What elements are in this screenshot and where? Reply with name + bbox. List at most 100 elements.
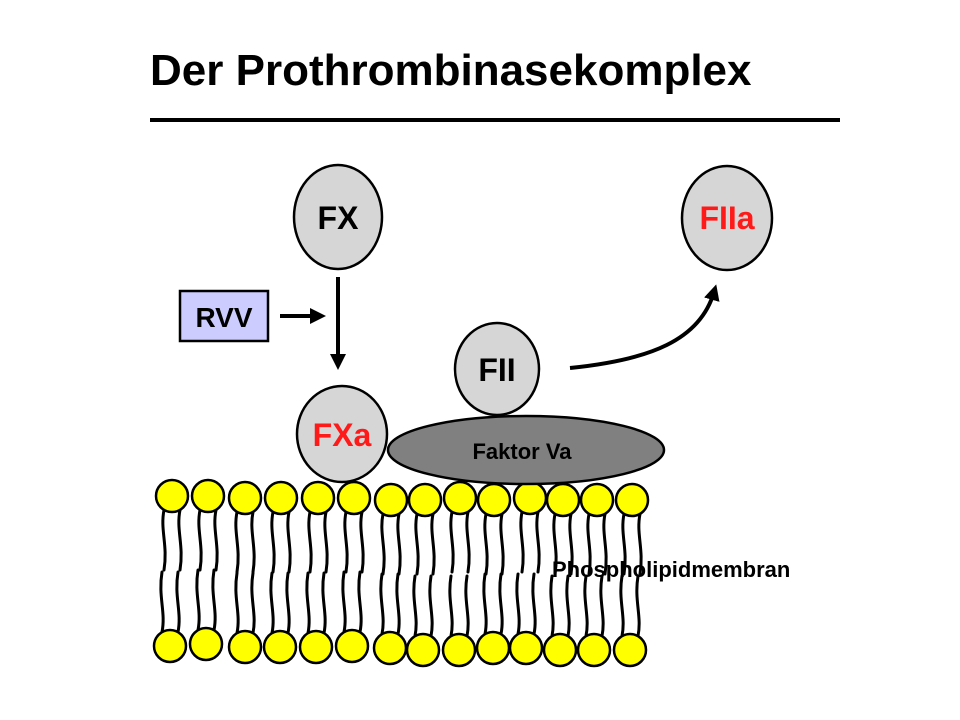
lipid-head xyxy=(576,632,612,668)
lipid-tail xyxy=(568,512,574,576)
fii-node xyxy=(453,321,541,417)
membrane-label: Phospholipidmembran xyxy=(552,557,790,582)
fx-node xyxy=(292,163,384,271)
lipid-tail xyxy=(213,508,219,572)
fii-label: FII xyxy=(478,352,515,388)
lipid-tail xyxy=(250,571,256,635)
lipid-head xyxy=(545,482,581,518)
lipid-head xyxy=(152,628,188,664)
lipid-head xyxy=(372,630,408,666)
lipid-tail xyxy=(285,571,291,635)
lipid-tail xyxy=(498,572,504,636)
fxa-label: FXa xyxy=(313,417,372,453)
lipid-head xyxy=(475,630,511,666)
lipid-head xyxy=(542,632,578,668)
lipid-head xyxy=(336,480,372,516)
fxa-node xyxy=(295,384,389,484)
lipid-tail xyxy=(250,510,256,574)
lipid-tail xyxy=(305,571,311,635)
lipid-tail xyxy=(177,508,183,572)
lipid-head xyxy=(407,482,443,518)
lipid-tail xyxy=(414,512,420,576)
lipid-head xyxy=(476,482,512,518)
lipid-tail xyxy=(635,574,641,638)
lipid-head xyxy=(188,626,224,662)
lipid-tail xyxy=(286,510,292,574)
lipid-tail xyxy=(321,571,327,635)
lipid-tail xyxy=(535,510,541,574)
lipid-tail xyxy=(396,512,402,576)
lipid-head xyxy=(334,628,370,664)
lipid-head xyxy=(614,482,650,518)
lipid-tail xyxy=(465,510,471,574)
lipid-tail xyxy=(195,568,201,632)
lipid-head xyxy=(508,630,544,666)
phospholipid-membrane xyxy=(152,478,650,668)
lipid-head xyxy=(154,478,190,514)
faktor-va-node xyxy=(386,414,666,486)
lipid-tail xyxy=(602,512,608,576)
lipid-head xyxy=(373,482,409,518)
lipid-tail xyxy=(619,574,625,638)
lipid-tail xyxy=(430,512,436,576)
lipid-tail xyxy=(483,512,489,576)
lipid-tail xyxy=(637,512,643,576)
lipid-tail xyxy=(448,574,454,638)
fiia-node xyxy=(680,164,774,272)
lipid-tail xyxy=(499,512,505,576)
lipid-tail xyxy=(234,571,240,635)
lipid-head xyxy=(227,629,263,665)
lipid-tail xyxy=(197,508,203,572)
page-title: Der Prothrombinasekomplex xyxy=(150,46,752,95)
lipid-tail xyxy=(357,570,363,634)
lipid-tail xyxy=(380,512,386,576)
title-underline xyxy=(150,118,840,122)
fiia-label: FIIa xyxy=(699,200,754,236)
lipid-head xyxy=(300,480,336,516)
lipid-tail xyxy=(565,574,571,638)
lipid-tail xyxy=(307,510,313,574)
lipid-head xyxy=(612,632,648,668)
lipid-tail xyxy=(341,570,347,634)
conversion-arrow xyxy=(569,284,720,370)
lipid-tail xyxy=(343,510,349,574)
lipid-tail xyxy=(549,574,555,638)
lipid-tail xyxy=(515,572,521,636)
lipid-head xyxy=(441,632,477,668)
lipid-tail xyxy=(270,510,276,574)
lipid-tail xyxy=(379,572,385,636)
fx-label: FX xyxy=(318,200,360,236)
lipid-tail xyxy=(482,572,488,636)
lipid-tail xyxy=(161,508,167,572)
lipid-head xyxy=(512,480,548,516)
lipid-tail xyxy=(583,574,589,638)
lipid-head xyxy=(405,632,441,668)
lipid-tail xyxy=(552,512,558,576)
lipid-head xyxy=(579,482,615,518)
lipid-tail xyxy=(211,568,217,632)
lipid-tail xyxy=(428,574,434,638)
lipid-tail xyxy=(175,570,181,634)
lipid-tail xyxy=(464,574,470,638)
rvv-box xyxy=(178,289,270,343)
lipid-head xyxy=(298,629,334,665)
lipid-tail xyxy=(412,574,418,638)
lipid-tail xyxy=(269,571,275,635)
lipid-head xyxy=(190,478,226,514)
lipid-tail xyxy=(234,510,240,574)
lipid-tail xyxy=(599,574,605,638)
rvv-label: RVV xyxy=(195,302,252,333)
lipid-head xyxy=(442,480,478,516)
lipid-head xyxy=(263,480,299,516)
faktor-va-label: Faktor Va xyxy=(472,439,572,464)
lipid-tail xyxy=(519,510,525,574)
lipid-head xyxy=(262,629,298,665)
lipid-tail xyxy=(586,512,592,576)
lipid-tail xyxy=(449,510,455,574)
lipid-head xyxy=(227,480,263,516)
lipid-tail xyxy=(323,510,329,574)
lipid-tail xyxy=(395,572,401,636)
lipid-tail xyxy=(359,510,365,574)
lipid-tail xyxy=(531,572,537,636)
